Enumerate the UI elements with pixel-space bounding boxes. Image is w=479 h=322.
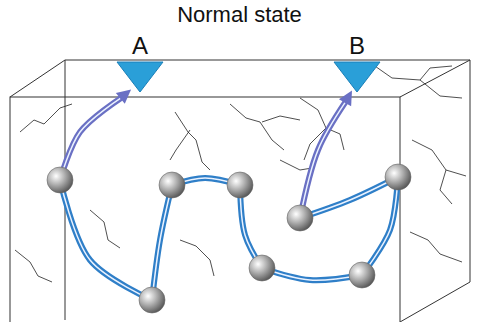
flow-tube-core: [262, 268, 362, 280]
outlet-label: B: [337, 32, 377, 60]
flow-tube: [152, 185, 172, 300]
particle: [139, 287, 165, 313]
flow-tube-core: [300, 177, 398, 218]
particles: [47, 164, 411, 313]
flow-tube: [60, 98, 120, 180]
flow-tube: [262, 268, 362, 280]
flow-tube: [300, 103, 345, 218]
particle: [349, 262, 375, 288]
arrowhead: [116, 89, 131, 103]
particle: [249, 255, 275, 281]
outlet-triangles: [117, 62, 380, 92]
flow-tube: [60, 180, 152, 300]
particle: [227, 172, 253, 198]
flow-tube-core: [152, 185, 172, 300]
flow-tube: [300, 177, 398, 218]
flow-paths: [60, 89, 398, 300]
arrowhead: [339, 91, 352, 107]
particle: [287, 205, 313, 231]
particle: [47, 167, 73, 193]
particle: [385, 164, 411, 190]
outlet-label: A: [120, 32, 160, 60]
flow-tube-core: [60, 180, 152, 300]
flow-tube-core: [60, 98, 120, 180]
box-outline: [10, 60, 470, 322]
flow-tube-core: [300, 103, 345, 218]
title: Normal state: [0, 2, 479, 28]
particle: [159, 172, 185, 198]
